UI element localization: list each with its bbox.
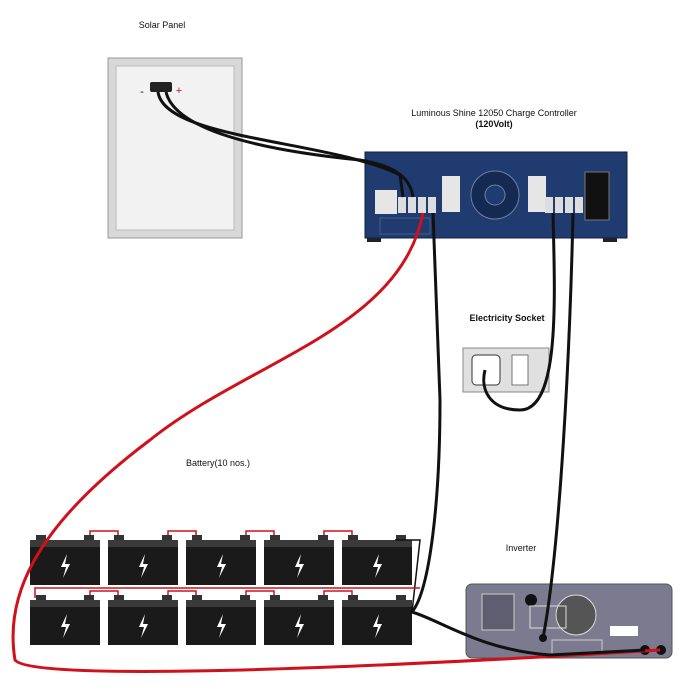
lightning-icon [139, 554, 148, 578]
lightning-icon [61, 614, 70, 638]
controller-voltage: (120Volt) [475, 119, 513, 129]
lightning-icon [373, 554, 382, 578]
controller-title: Luminous Shine 12050 Charge Controller [411, 108, 577, 118]
battery [264, 530, 353, 585]
lightning-icon [295, 554, 304, 578]
plug [471, 354, 501, 386]
battery-label: Battery(10 nos.) [185, 458, 251, 468]
battery [108, 590, 197, 645]
mcb-switch [528, 176, 546, 212]
solar-panel [107, 57, 243, 239]
charge-controller [364, 151, 628, 242]
battery [30, 530, 119, 585]
electricity-socket [462, 347, 550, 393]
lightning-icon [373, 614, 382, 638]
battery [186, 530, 275, 585]
fan-icon [555, 594, 597, 636]
mcb-switch [442, 176, 460, 212]
wiring [11, 91, 661, 673]
inverter-label: Inverter [505, 543, 537, 553]
battery [186, 590, 275, 645]
lightning-icon [61, 554, 70, 578]
panel-plus-label: + [175, 85, 183, 97]
solar-panel-label: Solar Panel [138, 20, 186, 30]
socket-outlet [584, 171, 610, 221]
inverter-socket [481, 593, 515, 631]
battery-bank [30, 530, 412, 645]
panel-junction-box [150, 82, 172, 92]
lightning-icon [217, 614, 226, 638]
panel-minus-label: - [140, 86, 144, 98]
battery [342, 595, 412, 645]
lightning-icon [217, 554, 226, 578]
battery [342, 535, 412, 585]
mcb-switch [375, 190, 397, 214]
lightning-icon [139, 614, 148, 638]
inverter [465, 583, 673, 659]
battery [108, 530, 197, 585]
battery [264, 590, 353, 645]
battery [30, 590, 119, 645]
electricity-socket-label: Electricity Socket [469, 313, 545, 323]
switch [511, 354, 529, 386]
lightning-icon [295, 614, 304, 638]
